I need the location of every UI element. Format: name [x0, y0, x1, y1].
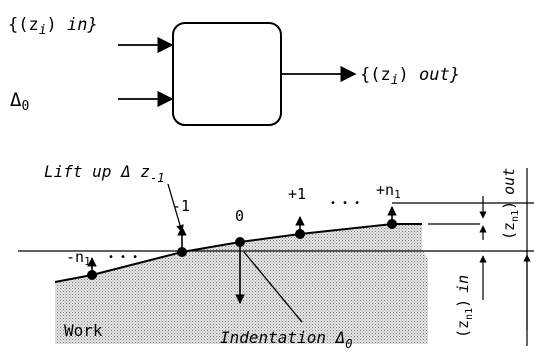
- process-box: [172, 22, 282, 126]
- dots-left: • • •: [108, 252, 138, 263]
- label-neg-n: -n1: [66, 248, 91, 268]
- zn-in-label: (zn1)in: [454, 275, 475, 338]
- work-region: [55, 224, 428, 344]
- label-plus1: +1: [288, 185, 306, 203]
- indentation-leader: [243, 251, 303, 323]
- work-label: Work: [64, 321, 103, 340]
- output-set-label: {(zi) out}: [360, 65, 460, 88]
- node-pos-n: [387, 219, 397, 229]
- label-zero: 0: [235, 207, 244, 225]
- label-pos-n: +n1: [376, 181, 401, 201]
- node-neg-n: [87, 270, 97, 280]
- zn-out-label: (zn1)out: [500, 168, 521, 240]
- indentation-label: Indentation Δ0: [220, 328, 352, 351]
- delta0-label: Δ0: [10, 89, 29, 114]
- input-set-label: {(zi) in}: [8, 15, 98, 38]
- node-minus1: [177, 247, 187, 257]
- label-minus1: -1: [172, 197, 190, 215]
- node-plus1: [295, 229, 305, 239]
- lift-up-leader: [167, 183, 184, 233]
- node-zero: [235, 237, 245, 247]
- lift-up-label: Lift up Δ z-1: [44, 162, 164, 185]
- dots-right: • • •: [330, 198, 360, 209]
